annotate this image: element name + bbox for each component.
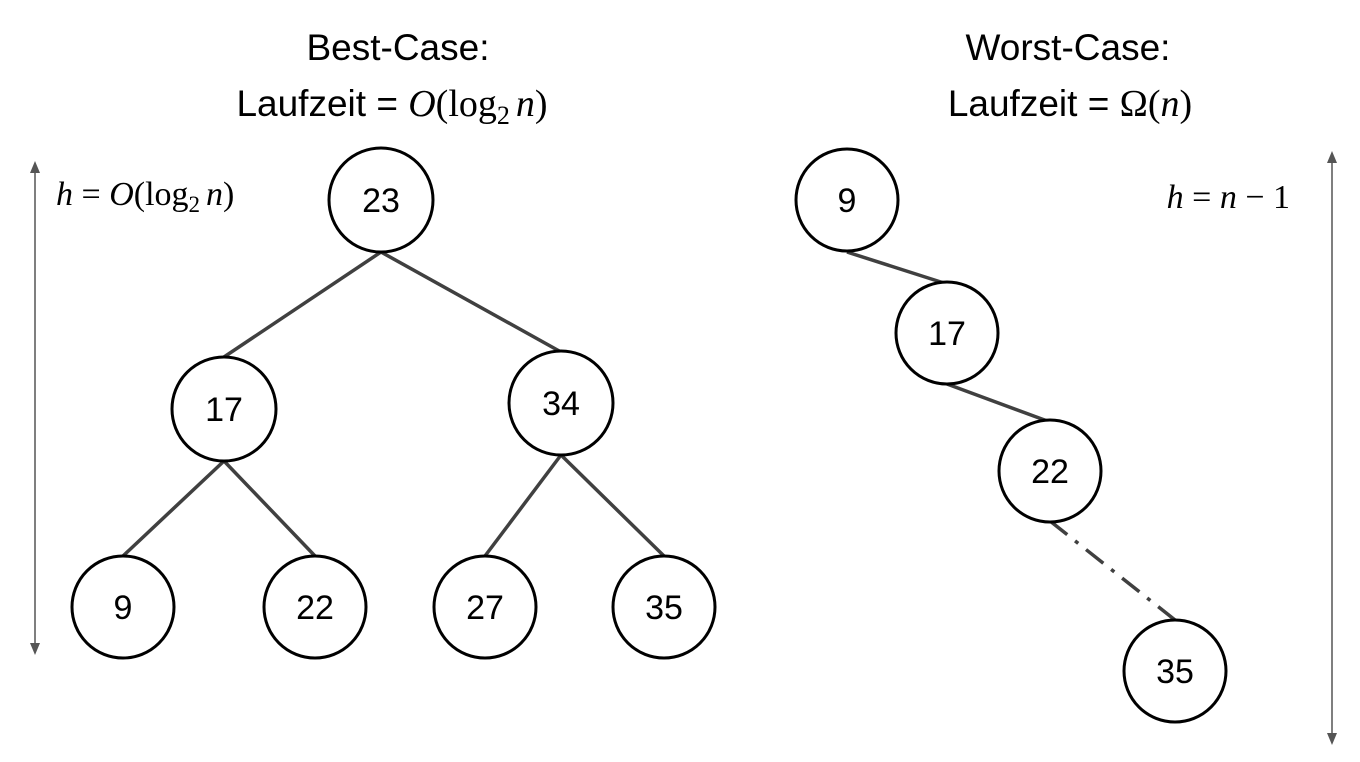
tree-node: 17	[894, 280, 1000, 386]
arrow-down-icon	[1327, 733, 1337, 745]
edge-17-22	[222, 459, 317, 558]
best-case-height-log: log	[145, 176, 188, 213]
best-case-runtime-var: n	[516, 83, 535, 125]
edge-17-9	[121, 459, 226, 558]
node-label: 34	[542, 385, 580, 423]
arrow-up-icon	[1327, 151, 1337, 163]
best-case-runtime-func: O	[408, 83, 435, 125]
edge-34-35	[559, 453, 666, 558]
worst-case-runtime: Laufzeit = Ω(n)	[948, 83, 1192, 125]
worst-case-runtime-open: (	[1148, 83, 1161, 125]
best-case-height-var: h	[56, 176, 73, 213]
tree-node: 35	[611, 554, 717, 660]
arrow-up-icon	[30, 161, 40, 173]
worst-case-height-eq: =	[1184, 179, 1220, 216]
worst-case-height-n: n	[1220, 179, 1237, 216]
worst-case-runtime-func: Ω	[1120, 83, 1148, 125]
edge-22-35-dashed	[1048, 519, 1177, 622]
node-label: 23	[362, 182, 400, 220]
edge-17-22	[946, 382, 1051, 424]
worst-case-height-one: 1	[1273, 179, 1290, 216]
best-case-height-func: O	[109, 176, 134, 213]
best-case-tree: 23 17 34 9 22 27 35	[70, 146, 717, 660]
best-case-height-n: n	[206, 176, 223, 213]
tree-node: 22	[262, 554, 368, 660]
node-label: 35	[645, 589, 683, 627]
node-label: 22	[296, 589, 334, 627]
tree-node: 27	[432, 554, 538, 660]
node-label: 9	[838, 182, 857, 220]
best-case-edges	[121, 250, 666, 558]
node-label: 17	[205, 391, 243, 429]
edge-23-17	[223, 250, 382, 359]
best-case-height-eq: =	[73, 176, 109, 213]
tree-node: 17	[170, 355, 278, 463]
tree-node: 9	[794, 147, 900, 253]
node-label: 35	[1156, 653, 1194, 691]
worst-case-tree: 9 17 22 35	[794, 147, 1228, 724]
best-case-runtime-label: Laufzeit =	[236, 83, 408, 124]
best-case-runtime-open: (	[436, 83, 449, 125]
edge-9-17	[846, 250, 948, 286]
best-case-height-close: )	[223, 176, 234, 213]
worst-case-height-minus: −	[1237, 179, 1273, 216]
node-label: 17	[928, 315, 966, 353]
arrow-down-icon	[30, 643, 40, 655]
best-case-height-arrow	[30, 161, 40, 655]
best-case-title: Best-Case:	[306, 27, 489, 68]
tree-node: 34	[507, 349, 615, 457]
worst-case-runtime-var: n	[1161, 83, 1180, 125]
best-case-runtime-close: )	[535, 83, 548, 125]
tree-node: 9	[70, 554, 176, 660]
best-case-height-open: (	[134, 176, 145, 213]
node-label: 22	[1031, 453, 1069, 491]
tree-node: 23	[327, 146, 435, 254]
edge-23-34	[380, 250, 562, 354]
tree-node: 35	[1122, 618, 1228, 724]
worst-case-title: Worst-Case:	[966, 27, 1171, 68]
edge-34-27	[483, 453, 563, 558]
best-case-runtime-log: log	[448, 83, 497, 125]
worst-case-runtime-label: Laufzeit =	[948, 83, 1120, 124]
worst-case-height-formula: h = n − 1	[1167, 179, 1290, 216]
best-case-height-base: 2	[189, 192, 201, 217]
worst-case-edges	[846, 250, 1177, 622]
worst-case-height-arrow	[1327, 151, 1337, 745]
node-label: 27	[466, 589, 504, 627]
best-case-runtime-base: 2	[497, 101, 510, 130]
node-label: 9	[114, 589, 133, 627]
worst-case-runtime-close: )	[1180, 83, 1193, 125]
worst-case-height-var: h	[1167, 179, 1184, 216]
tree-node: 22	[997, 418, 1103, 524]
